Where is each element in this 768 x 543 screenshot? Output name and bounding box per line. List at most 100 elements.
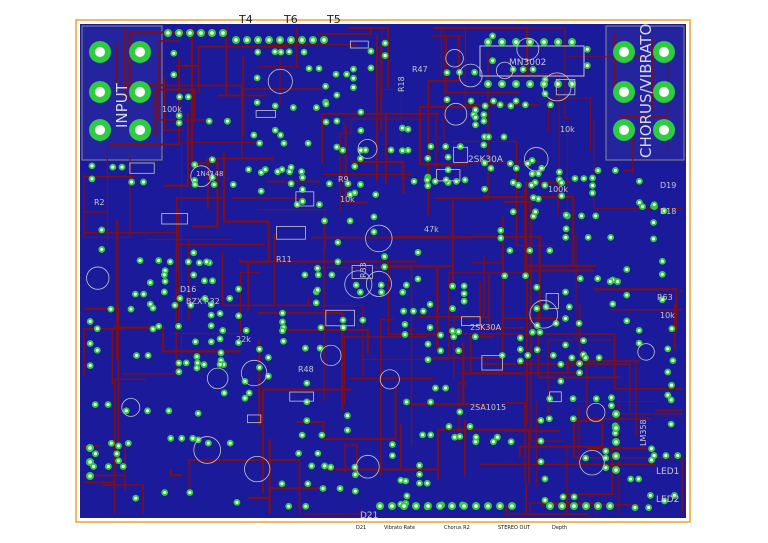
via-pad xyxy=(571,175,579,182)
via-pad xyxy=(442,176,450,184)
component-outline xyxy=(637,343,655,361)
via-pad xyxy=(91,401,99,408)
via-pad xyxy=(661,497,668,505)
via-pad xyxy=(176,93,184,101)
via-pad xyxy=(584,233,592,241)
copper-trace xyxy=(483,196,596,267)
via-pad xyxy=(314,286,321,294)
via-pad xyxy=(580,175,588,182)
via-pad xyxy=(160,288,168,296)
via-pad xyxy=(533,305,541,312)
via-pad xyxy=(472,113,479,121)
copper-trace xyxy=(585,360,651,420)
via-pad xyxy=(612,167,619,174)
via-pad xyxy=(472,433,480,441)
via-pad xyxy=(178,434,186,442)
copper-trace xyxy=(84,378,146,514)
component-outline xyxy=(524,147,549,172)
via-pad xyxy=(546,247,554,254)
via-pad xyxy=(209,277,216,285)
via-pad xyxy=(526,80,534,88)
via-pad xyxy=(554,38,562,46)
component-outline xyxy=(549,391,562,403)
copper-trace xyxy=(383,89,437,180)
copper-trace xyxy=(176,208,180,320)
component-outline xyxy=(516,37,540,61)
via-pad xyxy=(388,502,396,510)
via-pad xyxy=(279,327,286,335)
chorus-jack-pads xyxy=(613,41,675,141)
component-outline xyxy=(542,72,572,102)
via-pad xyxy=(334,258,342,266)
via-pad xyxy=(583,62,591,69)
copper-trace xyxy=(343,336,427,405)
via-pad xyxy=(318,431,326,439)
via-pad xyxy=(419,431,427,439)
via-pad xyxy=(519,66,527,73)
via-pad xyxy=(667,420,675,428)
copper-trace xyxy=(169,468,183,477)
via-pad xyxy=(278,166,286,173)
via-pad xyxy=(562,233,570,241)
via-pad xyxy=(317,324,325,332)
copper-trace xyxy=(547,234,616,422)
silkscreen-layer xyxy=(86,37,655,483)
via-pad xyxy=(612,452,620,460)
via-pad xyxy=(224,117,231,125)
via-pad xyxy=(302,502,310,510)
via-pad xyxy=(594,502,602,510)
via-pad xyxy=(489,57,496,65)
copper-trace xyxy=(433,26,529,77)
via-pad xyxy=(189,434,197,442)
via-pad xyxy=(321,462,329,470)
via-pad xyxy=(636,177,643,185)
via-pad xyxy=(456,408,464,416)
via-pad xyxy=(627,475,635,483)
via-pad xyxy=(669,357,677,364)
via-pad xyxy=(442,384,449,392)
via-pad xyxy=(467,97,475,105)
via-pad xyxy=(241,394,249,402)
copper-trace xyxy=(145,238,233,321)
component-outline xyxy=(357,139,378,159)
via-pad xyxy=(401,320,409,328)
via-pad xyxy=(219,29,227,37)
via-pad xyxy=(431,177,439,185)
via-pad xyxy=(607,233,615,241)
via-pad xyxy=(322,118,330,126)
via-pad xyxy=(472,502,480,510)
via-pad xyxy=(432,384,439,392)
via-pad xyxy=(537,437,545,445)
via-pad xyxy=(301,344,309,352)
copper-trace xyxy=(171,271,260,335)
component-outline xyxy=(555,78,576,96)
via-pad xyxy=(276,36,284,44)
label-r33: R33 xyxy=(359,262,368,278)
component-outline xyxy=(461,316,481,326)
bottom-label-chorus: Chorus R2 xyxy=(444,525,470,531)
via-pad xyxy=(271,126,279,134)
via-pad xyxy=(612,438,620,446)
via-pad xyxy=(144,352,152,359)
via-pad xyxy=(423,479,431,487)
via-pad xyxy=(357,108,365,116)
bottom-label-stereo-out: STEREO OUT xyxy=(498,525,531,531)
via-pad xyxy=(333,117,341,125)
copper-trace xyxy=(360,272,532,360)
label-10k-b: 10k xyxy=(340,195,355,204)
via-pad xyxy=(315,65,323,72)
via-pad xyxy=(233,498,241,506)
via-pad xyxy=(357,155,364,162)
component-outline xyxy=(344,270,373,299)
via-pad xyxy=(481,185,488,193)
copper-trace xyxy=(164,112,190,187)
component-outline xyxy=(193,436,222,464)
via-pad xyxy=(456,433,464,440)
via-pad xyxy=(277,48,285,56)
via-pad xyxy=(427,143,435,150)
via-pad xyxy=(500,133,508,141)
via-pad xyxy=(436,502,444,510)
via-pad xyxy=(254,48,262,56)
via-pad xyxy=(443,69,451,77)
